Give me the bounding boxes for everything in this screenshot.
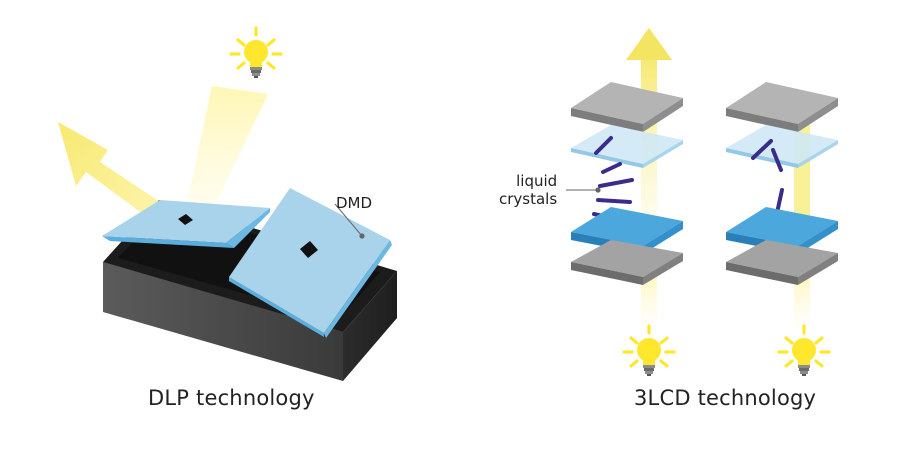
liquid-crystals-callout-dot	[595, 187, 601, 193]
dmd-label: DMD	[336, 194, 373, 212]
lcd-stack-left	[571, 82, 683, 285]
mirror-pixel	[300, 241, 318, 258]
incoming-light-beam	[180, 86, 268, 236]
micromirror-flat	[229, 188, 392, 338]
mirror-pixel	[178, 214, 193, 225]
liquid-crystals-label-line1: liquid	[516, 172, 558, 190]
lcd-illustration	[566, 28, 838, 378]
micromirror-tilted	[102, 200, 270, 248]
light-bulb-icon	[777, 324, 831, 378]
dmd-callout-dot	[359, 233, 365, 239]
dlp-caption: DLP technology	[148, 386, 315, 410]
liquid-crystals-label: liquid crystals	[499, 172, 557, 208]
lcd-caption: 3LCD technology	[634, 386, 817, 410]
dlp-illustration	[58, 26, 397, 381]
light-bulb-icon	[622, 324, 676, 378]
liquid-crystals-label-line2: crystals	[499, 190, 558, 208]
lcd-stack-right	[726, 82, 838, 285]
light-bulb-icon	[229, 26, 283, 80]
